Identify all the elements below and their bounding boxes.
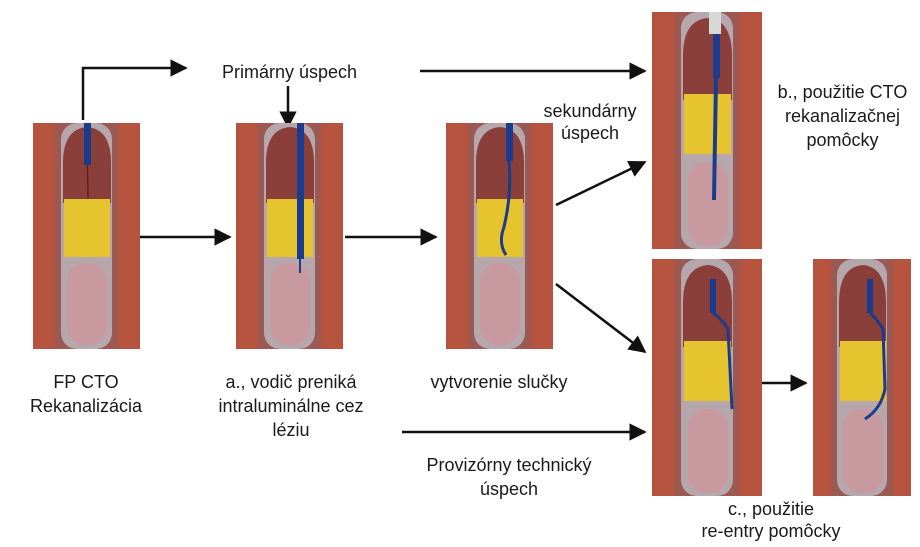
label-step-b-line2: rekanalizačnej [770, 104, 915, 128]
guidewire [713, 32, 720, 78]
label-secondary-success: sekundárny úspech [535, 100, 645, 144]
panel-step-c [652, 259, 762, 496]
label-step-a-line2: intraluminálne cez [206, 394, 376, 418]
label-provisional: Provizórny technický úspech [384, 453, 634, 501]
panel-step-b [652, 12, 762, 249]
label-primary-success: Primárny úspech [222, 60, 354, 84]
arrow-start-to-primary [83, 68, 186, 120]
label-step-b-line1: b., použitie CTO [770, 80, 915, 104]
label-step-a: a., vodič preniká intraluminálne cez léz… [206, 370, 376, 442]
guidewire [867, 279, 873, 313]
arrow-loop-to-step-b [556, 162, 645, 205]
guidewire [506, 123, 513, 161]
label-secondary-success-line2: úspech [535, 122, 645, 144]
guidewire [84, 123, 91, 165]
label-provisional-line2: úspech [384, 477, 634, 501]
label-step-a-line3: léziu [206, 418, 376, 442]
label-step-b: b., použitie CTO rekanalizačnej pomôcky [770, 80, 915, 152]
label-step-a-line1: a., vodič preniká [206, 370, 376, 394]
guidewire [297, 123, 304, 259]
label-start-line2: Rekanalizácia [16, 394, 156, 418]
arrow-loop-to-step-c [556, 284, 645, 352]
panel-step-a [236, 123, 343, 349]
label-loop: vytvorenie slučky [414, 370, 584, 394]
label-step-c: c., použitie re-entry pomôcky [676, 498, 866, 542]
label-secondary-success-line1: sekundárny [535, 100, 645, 122]
label-start: FP CTO Rekanalizácia [16, 370, 156, 418]
panel-loop [446, 123, 553, 349]
label-step-c-line1: c., použitie [676, 498, 866, 520]
label-step-c-line2: re-entry pomôcky [676, 520, 866, 542]
panel-start [33, 123, 140, 349]
label-provisional-line1: Provizórny technický [384, 453, 634, 477]
guidewire [710, 279, 716, 313]
label-step-b-line3: pomôcky [770, 128, 915, 152]
label-start-line1: FP CTO [16, 370, 156, 394]
panel-final [813, 259, 911, 496]
